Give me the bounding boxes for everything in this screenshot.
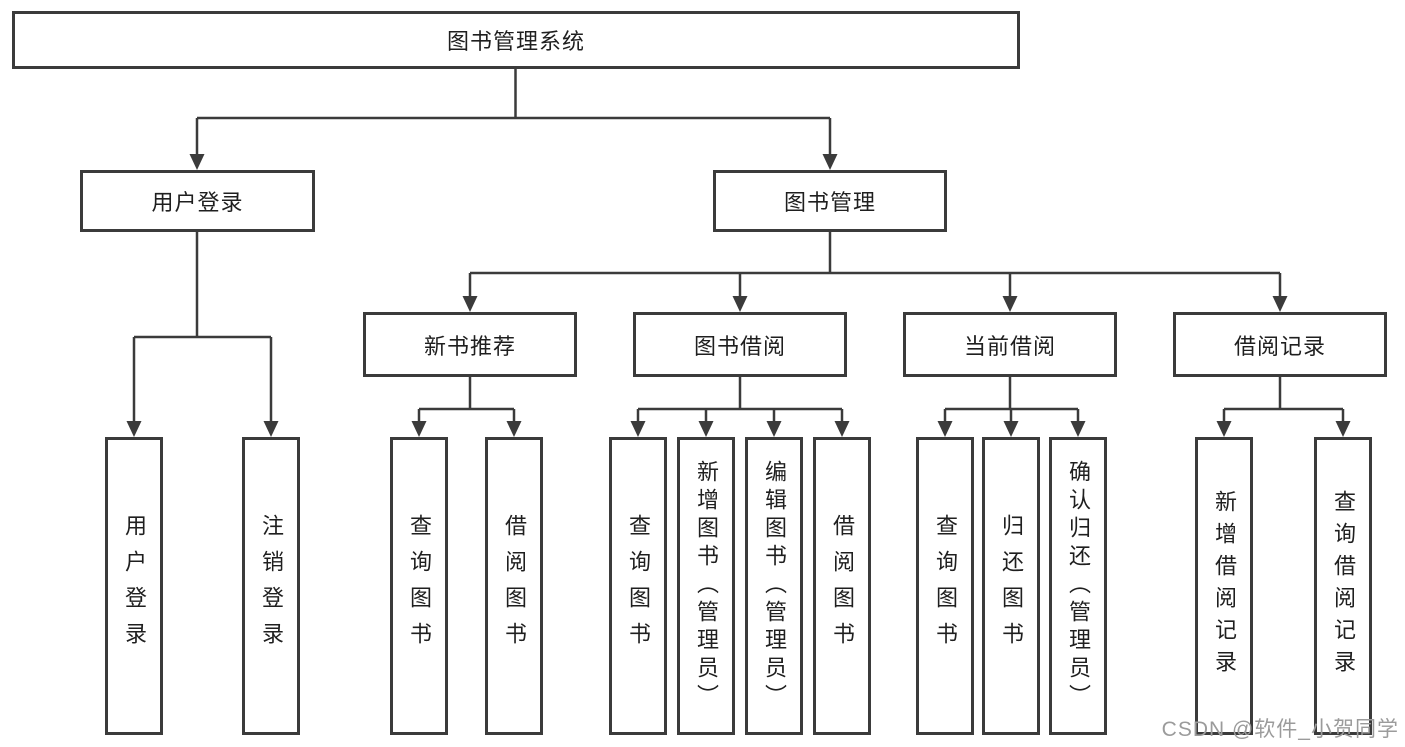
leaf-cb-query-books: 查询图书 (916, 437, 974, 735)
node-user-login: 用户登录 (80, 170, 315, 232)
leaf-nb-query-books-label: 查询图书 (407, 514, 432, 658)
leaf-br-add-record-label: 新增借阅记录 (1212, 490, 1237, 682)
leaf-cb-return-books: 归还图书 (982, 437, 1040, 735)
leaf-bb-add-book-admin: 新增图书（管理员） (677, 437, 735, 735)
leaf-nb-borrow-books: 借阅图书 (485, 437, 543, 735)
leaf-nb-borrow-books-label: 借阅图书 (502, 514, 527, 658)
leaf-logout-label: 注销登录 (259, 514, 284, 658)
node-book-borrow: 图书借阅 (633, 312, 847, 377)
leaf-user-login-label: 用户登录 (122, 514, 147, 658)
leaf-br-query-record: 查询借阅记录 (1314, 437, 1372, 735)
leaf-cb-return-books-label: 归还图书 (999, 514, 1024, 658)
leaf-bb-query-books: 查询图书 (609, 437, 667, 735)
leaf-bb-query-books-label: 查询图书 (626, 514, 651, 658)
node-book-management: 图书管理 (713, 170, 947, 232)
leaf-logout: 注销登录 (242, 437, 300, 735)
leaf-bb-edit-book-admin-label: 编辑图书（管理员） (762, 460, 787, 712)
leaf-br-query-record-label: 查询借阅记录 (1331, 490, 1356, 682)
node-current-borrow: 当前借阅 (903, 312, 1117, 377)
node-new-book-recommend: 新书推荐 (363, 312, 577, 377)
connector-segments (132, 68, 1345, 423)
leaf-cb-query-books-label: 查询图书 (933, 514, 958, 658)
node-borrow-records-label: 借阅记录 (1233, 333, 1326, 359)
leaf-cb-confirm-return-admin-label: 确认归还（管理员） (1066, 460, 1091, 712)
leaf-user-login: 用户登录 (105, 437, 163, 735)
node-new-book-recommend-label: 新书推荐 (423, 333, 516, 359)
leaf-cb-confirm-return-admin: 确认归还（管理员） (1049, 437, 1107, 735)
node-book-borrow-label: 图书借阅 (693, 333, 786, 359)
leaf-bb-add-book-admin-label: 新增图书（管理员） (694, 460, 719, 712)
node-root-label: 图书管理系统 (446, 29, 585, 54)
node-root: 图书管理系统 (12, 11, 1020, 69)
leaf-br-add-record: 新增借阅记录 (1195, 437, 1253, 735)
leaf-bb-borrow-books-label: 借阅图书 (830, 514, 855, 658)
arrowhead-icons (126, 154, 1351, 437)
leaf-bb-edit-book-admin: 编辑图书（管理员） (745, 437, 803, 735)
leaf-bb-borrow-books: 借阅图书 (813, 437, 871, 735)
node-current-borrow-label: 当前借阅 (963, 333, 1056, 359)
node-book-management-label: 图书管理 (783, 190, 876, 215)
node-borrow-records: 借阅记录 (1173, 312, 1387, 377)
node-user-login-label: 用户登录 (151, 190, 244, 215)
watermark: CSDN @软件_小贺同学 (1161, 718, 1399, 741)
leaf-nb-query-books: 查询图书 (390, 437, 448, 735)
